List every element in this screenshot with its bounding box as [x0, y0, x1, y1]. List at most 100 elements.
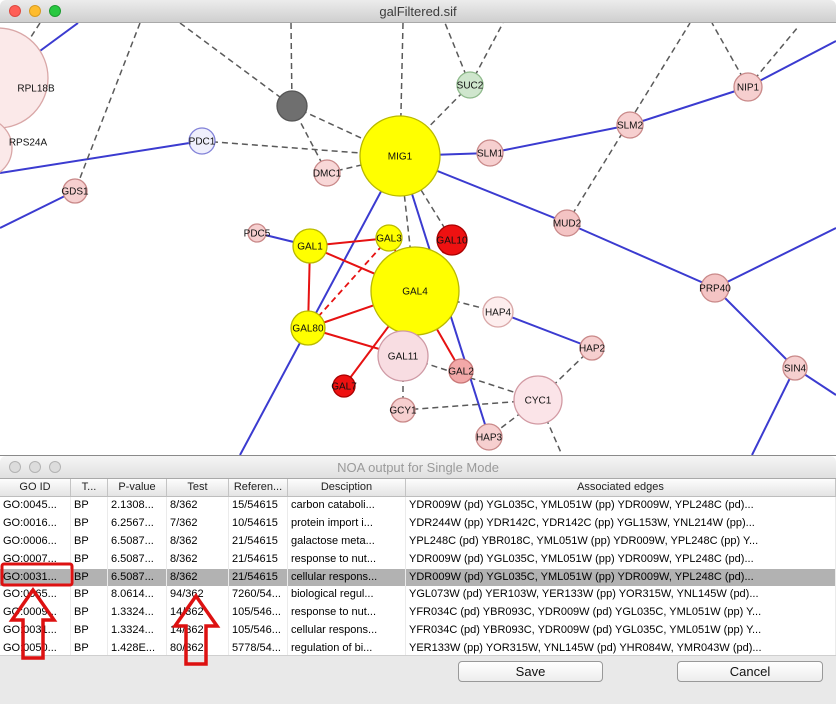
- node-slm1[interactable]: SLM1: [476, 139, 504, 167]
- graph-edge-blue[interactable]: [747, 40, 836, 88]
- node-gal11[interactable]: GAL11: [377, 330, 429, 382]
- node-hap3[interactable]: HAP3: [475, 423, 503, 451]
- column-header-go-id[interactable]: GO ID: [0, 479, 71, 496]
- node-circle[interactable]: [188, 127, 216, 155]
- node-circle[interactable]: [247, 223, 267, 243]
- node-gal4[interactable]: GAL4: [370, 246, 460, 336]
- node-gal1[interactable]: GAL1: [292, 228, 328, 264]
- graph-edge-blue[interactable]: [566, 222, 716, 289]
- node-hap4[interactable]: HAP4: [482, 296, 514, 328]
- column-header-t[interactable]: T...: [71, 479, 108, 496]
- node-gal2[interactable]: GAL2: [448, 358, 474, 384]
- node-circle[interactable]: [616, 111, 644, 139]
- column-header-desciption[interactable]: Desciption: [288, 479, 406, 496]
- node-suc2[interactable]: SUC2: [456, 71, 484, 99]
- node-circle[interactable]: [579, 335, 605, 361]
- network-window-titlebar[interactable]: galFiltered.sif: [0, 0, 836, 23]
- node-gal7[interactable]: GAL7: [331, 374, 357, 398]
- close-button[interactable]: [9, 461, 21, 473]
- node-mig1[interactable]: MIG1: [359, 115, 441, 197]
- node-circle[interactable]: [436, 224, 468, 256]
- graph-edge-blue[interactable]: [0, 190, 76, 229]
- node-mud2[interactable]: MUD2: [553, 209, 582, 237]
- zoom-button[interactable]: [49, 461, 61, 473]
- node-circle[interactable]: [456, 71, 484, 99]
- node-circle[interactable]: [0, 118, 13, 178]
- node-sin4[interactable]: SIN4: [782, 355, 808, 381]
- graph-edge-blue[interactable]: [714, 287, 796, 369]
- minimize-button[interactable]: [29, 461, 41, 473]
- node-cyc1[interactable]: CYC1: [513, 375, 563, 425]
- node-circle[interactable]: [292, 228, 328, 264]
- graph-edge-blue[interactable]: [489, 124, 631, 154]
- graph-edge-blue[interactable]: [497, 311, 593, 349]
- node-pdc1[interactable]: PDC1: [188, 127, 216, 155]
- graph-edge-red-dashed[interactable]: [307, 237, 390, 329]
- node-circle[interactable]: [782, 355, 808, 381]
- node-circle[interactable]: [332, 374, 356, 398]
- node-circle[interactable]: [0, 27, 49, 129]
- graph-edge-blue[interactable]: [239, 155, 401, 455]
- node-circle[interactable]: [313, 159, 341, 187]
- column-header-referen[interactable]: Referen...: [229, 479, 288, 496]
- node-circle[interactable]: [700, 273, 730, 303]
- node-hap2[interactable]: HAP2: [579, 335, 606, 361]
- node-gal3[interactable]: GAL3: [375, 224, 403, 252]
- node-circle[interactable]: [62, 178, 88, 204]
- node-gds1[interactable]: GDS1: [61, 178, 89, 204]
- graph-edge-dashed[interactable]: [290, 23, 293, 107]
- graph-edge-blue[interactable]: [629, 86, 749, 126]
- node-circle[interactable]: [553, 209, 581, 237]
- column-header-test[interactable]: Test: [167, 479, 229, 496]
- node-circle[interactable]: [475, 423, 503, 451]
- node-pdc5[interactable]: PDC5: [244, 223, 271, 243]
- node-unlabeled-gray[interactable]: [276, 90, 308, 122]
- node-circle[interactable]: [476, 139, 504, 167]
- graph-edge-dashed[interactable]: [399, 155, 453, 241]
- node-rps24a[interactable]: RPS24A: [0, 118, 48, 178]
- node-dmc1[interactable]: DMC1: [313, 159, 342, 187]
- column-header-associated-edges[interactable]: Associated edges: [406, 479, 836, 496]
- save-button[interactable]: Save: [458, 661, 603, 682]
- node-gal10[interactable]: GAL10: [436, 224, 468, 256]
- node-slm2[interactable]: SLM2: [616, 111, 644, 139]
- node-circle[interactable]: [390, 397, 416, 423]
- graph-edge-dashed[interactable]: [74, 23, 141, 192]
- node-gal80[interactable]: GAL80: [290, 310, 326, 346]
- graph-edge-dashed[interactable]: [179, 23, 293, 107]
- table-cell: 15/54615: [229, 497, 288, 515]
- graph-edge-blue[interactable]: [0, 140, 203, 174]
- node-circle[interactable]: [377, 330, 429, 382]
- node-circle[interactable]: [448, 358, 474, 384]
- node-circle[interactable]: [482, 296, 514, 328]
- noa-window-titlebar[interactable]: NOA output for Single Mode: [0, 456, 836, 479]
- graph-edge-blue[interactable]: [714, 227, 836, 289]
- node-prp40[interactable]: PRP40: [699, 273, 731, 303]
- node-circle[interactable]: [513, 375, 563, 425]
- node-circle[interactable]: [375, 224, 403, 252]
- close-button[interactable]: [9, 5, 21, 17]
- node-nip1[interactable]: NIP1: [733, 72, 763, 102]
- cancel-button[interactable]: Cancel: [677, 661, 823, 682]
- node-circle[interactable]: [733, 72, 763, 102]
- node-label: GAL3: [376, 234, 402, 245]
- minimize-button[interactable]: [29, 5, 41, 17]
- graph-edge-blue[interactable]: [751, 367, 796, 455]
- node-rpl18b[interactable]: RPL18B: [0, 27, 55, 129]
- node-circle[interactable]: [276, 90, 308, 122]
- graph-edge-dashed[interactable]: [566, 23, 691, 224]
- node-gcy1[interactable]: GCY1: [389, 397, 417, 423]
- column-header-p-value[interactable]: P-value: [108, 479, 167, 496]
- node-circle[interactable]: [359, 115, 441, 197]
- zoom-button[interactable]: [49, 5, 61, 17]
- node-circle[interactable]: [290, 310, 326, 346]
